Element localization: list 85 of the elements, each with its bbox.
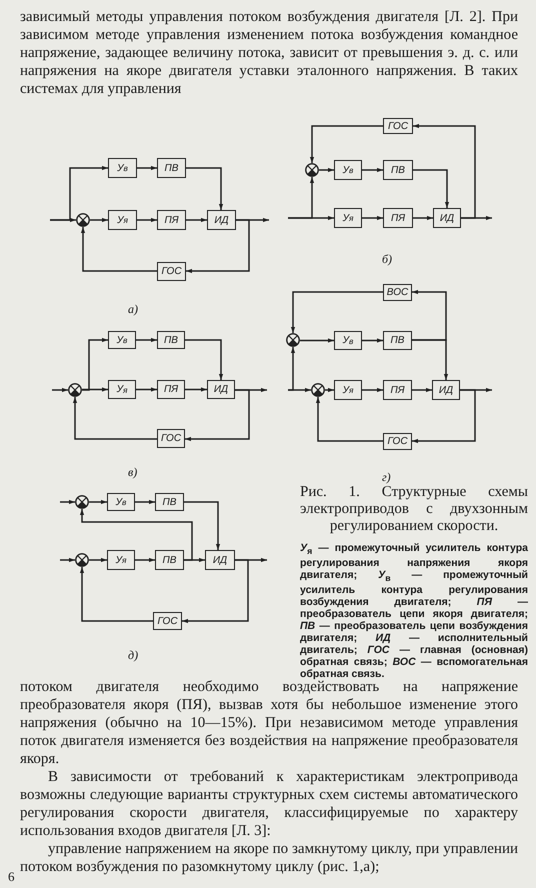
body-paragraph: потоком двигателя необходимо воздействовать на напряжение преобразователя якоря (ПЯ), вызвав хотя бы небольшое изменение этого напряжения (обычно на 10—15%). При независимом методе управления поток двигателя изменяется без воздействия на напряжение преобразователя якоря.	[20, 679, 518, 768]
process-block: ПЯ	[157, 210, 186, 230]
arrow	[90, 218, 108, 222]
arrow	[80, 227, 157, 272]
process-block: ИД	[207, 210, 236, 230]
arrow	[89, 500, 107, 504]
process-block: ПВ	[155, 493, 184, 511]
arrow	[185, 389, 250, 442]
arrow	[288, 347, 296, 391]
summing-junction	[305, 163, 319, 177]
arrow	[362, 388, 383, 392]
arrow	[413, 216, 433, 220]
arrow	[60, 500, 75, 504]
arrow	[186, 218, 207, 222]
summing-junction	[286, 333, 300, 347]
process-block: ПВ	[157, 331, 185, 349]
arrow	[288, 177, 314, 219]
process-block: ПВ	[157, 158, 186, 178]
figure-label: д)	[128, 648, 138, 663]
process-block: ИД	[205, 550, 235, 570]
body-paragraph: зависимый методы управления потоком возбуждения двигателя [Л. 2]. При зависимом методе управления изменением потока возбуждения командное напряжение, задающее величину потока, зависит от превышения э. д. с. или напряжения на якоре двигателя уставки эталонного напряжения. В таких системах для управления	[20, 8, 518, 98]
arrow	[412, 389, 476, 444]
arrow	[60, 558, 75, 562]
process-block: ПЯ	[383, 208, 413, 228]
process-block: ПЯ	[157, 380, 185, 399]
arrow	[72, 397, 157, 440]
arrow	[136, 338, 157, 342]
body-paragraph: В зависимости от требований к характеристикам электропривода возможны следующие варианты структурных схем системы автоматического регулирования скорости двигателя, классифицируемые по характеру использования входов двигателя [Л. 3]:	[20, 768, 518, 840]
process-block: ИД	[433, 208, 461, 228]
process-block: ПЯ	[383, 380, 412, 400]
arrow	[137, 166, 157, 170]
process-block: ИД	[432, 380, 460, 400]
figure-label: б)	[382, 252, 392, 267]
arrow	[135, 500, 155, 504]
arrow	[325, 388, 334, 392]
arrow	[80, 509, 193, 561]
arrow	[362, 168, 383, 172]
process-block: ИД	[207, 380, 235, 399]
arrow	[184, 501, 220, 550]
page-number: 6	[8, 868, 14, 886]
arrow	[186, 167, 224, 210]
arrow	[135, 558, 155, 562]
arrow	[136, 387, 157, 392]
arrow	[82, 387, 108, 392]
arrow	[300, 338, 334, 343]
summing-junction	[75, 553, 89, 567]
summing-junction	[68, 383, 82, 397]
arrow	[185, 387, 207, 392]
process-block: ГОС	[157, 429, 185, 448]
arrow	[185, 339, 224, 380]
figure-label: а)	[128, 302, 138, 317]
arrow	[290, 291, 383, 333]
arrow	[52, 388, 68, 392]
arrow	[82, 338, 108, 391]
arrow	[310, 125, 383, 163]
process-block: ПВ	[383, 160, 413, 180]
arrow	[316, 397, 383, 442]
process-block: ГОС	[157, 262, 186, 281]
summing-junction	[75, 495, 89, 509]
arrow	[362, 338, 383, 343]
process-block: ВОС	[383, 284, 412, 301]
body-paragraph: управление напряжением на якоре по замкнутому циклу, при управлении потоком возбуждения по разомкнутому циклу (рис. 1,а);	[20, 840, 518, 876]
arrow	[413, 124, 476, 219]
process-block: ГОС	[383, 118, 413, 134]
arrow	[50, 166, 108, 221]
process-block: ПВ	[383, 331, 412, 350]
arrow	[186, 219, 250, 274]
summing-junction	[76, 213, 90, 227]
arrow	[80, 567, 153, 622]
arrow	[89, 558, 107, 562]
process-block: ПВ	[155, 550, 184, 570]
process-block: ГОС	[383, 433, 412, 450]
arrow	[412, 290, 447, 341]
figure-caption: Рис. 1. Структурные схемы электроприводов с двухзонным регулированием скорости.	[300, 484, 528, 535]
arrow	[182, 559, 249, 624]
arrow	[412, 388, 432, 392]
figure-key-text: У$_{я}$ — промежуточный усилитель контура регулирования напряжения якоря двигателя; У$_{в}$ — промежуточный усилитель контура регулирования возбуждения двигателя; ПЯ — преобразователь цепи якоря двигателя; ПВ — преобразователь цепи возбуждения двигателя; ИД — исполнительный двигатель; ГОС — главная (основная) обратная связь; ВОС — вспомогательная обратная связь.	[300, 542, 528, 680]
arrow	[137, 218, 157, 222]
arrow	[362, 216, 383, 220]
figure-label: г)	[382, 470, 391, 485]
process-block: ГОС	[153, 612, 182, 630]
summing-junction	[311, 383, 325, 397]
arrow	[413, 169, 450, 208]
arrow	[319, 168, 334, 172]
figure-label: в)	[128, 465, 138, 480]
